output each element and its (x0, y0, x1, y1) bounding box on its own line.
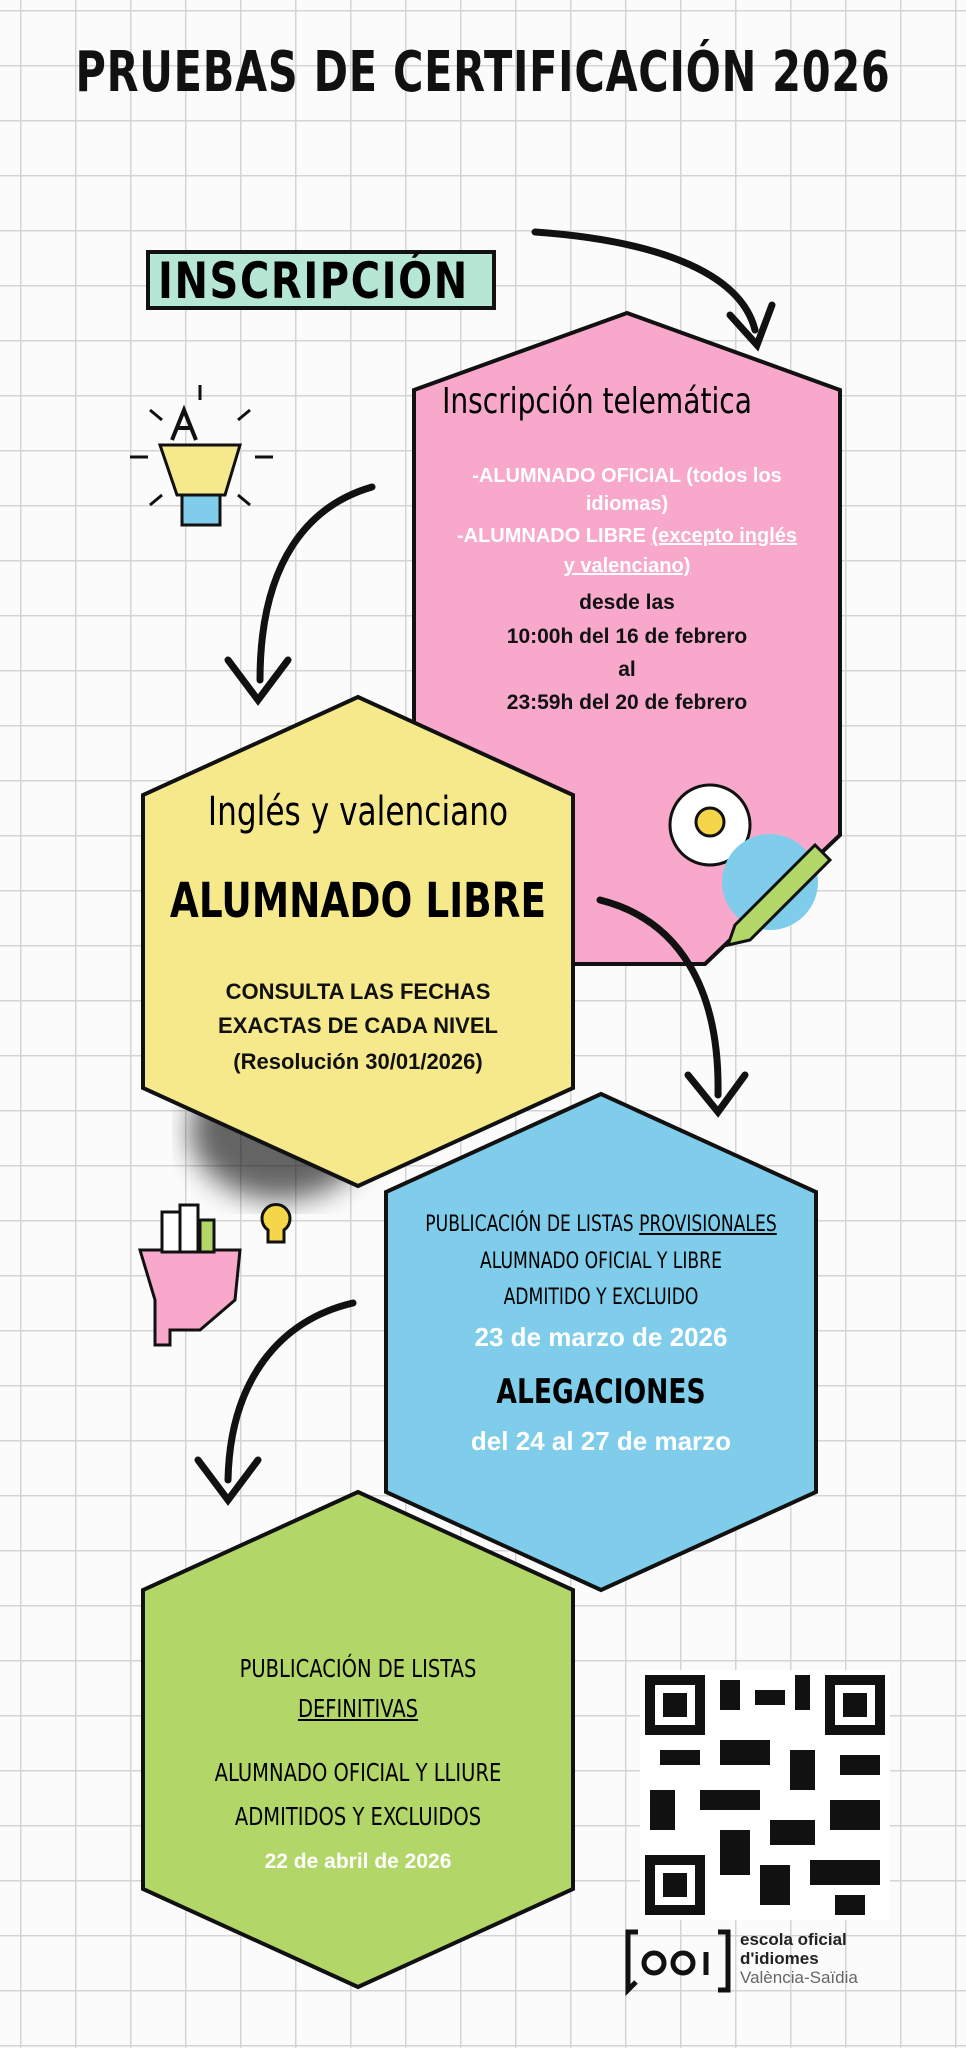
eoi-logo (625, 1929, 731, 1997)
page-title: PRUEBAS DE CERTIFICACIÓN 2026 (75, 40, 891, 105)
provisional-line1b: PROVISIONALES (639, 1212, 777, 1237)
online-line5: desde las (579, 591, 675, 614)
eoi-logo-text: escola oficial d'idiomes València-Saïdia (740, 1930, 858, 1987)
logo-line2: d'idiomes (740, 1949, 819, 1968)
provisional-lists-card: PUBLICACIÓN DE LISTAS PROVISIONALES ALUM… (386, 1094, 816, 1590)
free-line3: (Resolución 30/01/2026) (233, 1049, 483, 1074)
online-line3b: (excepto inglés (651, 525, 798, 547)
claims-heading: ALEGACIONES (496, 1372, 706, 1412)
final-line1: PUBLICACIÓN DE LISTAS (239, 1654, 477, 1683)
provisional-line3: ADMITIDO Y EXCLUIDO (503, 1285, 699, 1310)
online-registration-card: Inscripción telemática -ALUMNADO OFICIAL… (414, 313, 840, 964)
head-books-icon (137, 1203, 292, 1347)
final-lists-card: PUBLICACIÓN DE LISTAS DEFINITIVAS ALUMNA… (143, 1492, 573, 1987)
arrow-3 (596, 896, 722, 1099)
green-hexagon (141, 1489, 575, 1990)
logo-line1: escola oficial (740, 1930, 847, 1949)
free-heading: Inglés y valenciano (207, 789, 509, 835)
arrow-2 (256, 483, 376, 684)
online-line1: -ALUMNADO OFICIAL (todos los (472, 465, 782, 487)
online-line8: 23:59h del 20 de febrero (506, 691, 748, 714)
blue-hexagon (384, 1091, 818, 1593)
free-students-card: Inglés y valenciano ALUMNADO LIBRE CONSU… (143, 697, 573, 1186)
online-line6: 10:00h del 16 de febrero (506, 625, 748, 648)
final-line2: DEFINITIVAS (297, 1694, 419, 1723)
free-line1: CONSULTA LAS FECHAS (225, 979, 491, 1004)
provisional-line2: ALUMNADO OFICIAL Y LIBRE (480, 1249, 722, 1274)
arrow-4 (224, 1299, 357, 1484)
pencil-lightbulb-icon (668, 783, 833, 948)
qr-code (640, 1670, 890, 1920)
online-line7: al (618, 658, 636, 681)
section-label: INSCRIPCIÓN (146, 250, 496, 310)
logo-line3: València-Saïdia (740, 1968, 858, 1987)
arrow-1 (531, 228, 759, 334)
provisional-line1a: PUBLICACIÓN DE LISTAS (425, 1212, 640, 1237)
free-line2: EXACTAS DE CADA NIVEL (218, 1013, 498, 1038)
final-line4: ADMITIDOS Y EXCLUIDOS (234, 1802, 482, 1831)
final-line3: ALUMNADO OFICIAL Y LLIURE (214, 1758, 502, 1787)
arrows (194, 228, 776, 1506)
lightbulb-idea-icon (130, 385, 273, 527)
online-line2: idiomas) (585, 493, 669, 515)
claims-date: del 24 al 27 de marzo (470, 1426, 732, 1456)
provisional-date: 23 de marzo de 2026 (474, 1322, 728, 1352)
online-line4: y valenciano) (563, 555, 691, 577)
online-heading: Inscripción telemática (442, 381, 752, 422)
yellow-hexagon (141, 694, 575, 1189)
online-line3a: -ALUMNADO LIBRE (456, 525, 652, 547)
section-label-text: INSCRIPCIÓN (158, 252, 469, 310)
free-subheading: ALUMNADO LIBRE (169, 873, 547, 929)
final-date: 22 de abril de 2026 (264, 1850, 452, 1873)
